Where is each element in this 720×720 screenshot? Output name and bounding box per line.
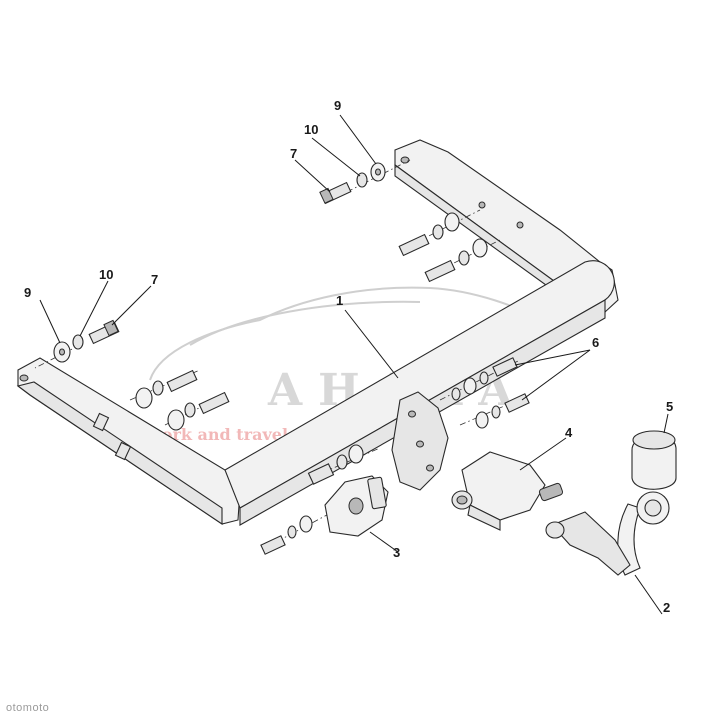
washer-10-right [356, 172, 368, 188]
callout-10-right: 10 [304, 122, 318, 137]
bolt-mid-right-2 [424, 259, 456, 283]
ball-cap-top [632, 430, 676, 450]
callout-labels: 1 2 3 4 5 6 7 10 9 7 10 9 [24, 98, 673, 615]
left-clip-upper [92, 412, 110, 432]
callout-leaders [39, 114, 669, 615]
washer-10-left [72, 334, 84, 350]
bolt-head-7-right [319, 187, 334, 204]
coupling-lever [538, 482, 564, 502]
socket-plate-clip [367, 476, 387, 510]
callout-10-left: 10 [99, 267, 113, 282]
right-bracket-hole-2 [478, 201, 486, 209]
right-bracket-hole-1 [400, 156, 410, 164]
fastener-set-left [53, 319, 230, 431]
bolt-6-lower [504, 393, 530, 413]
left-clip-lower [114, 441, 132, 461]
watermark-car-outline [149, 286, 561, 381]
mounting-plate-hole-1 [408, 410, 416, 418]
bolt-mid-right-1 [398, 233, 430, 257]
coupling-body-side [467, 504, 501, 531]
callout-5: 5 [666, 399, 673, 414]
tow-neck-shaft [551, 511, 631, 576]
fastener-set-6 [451, 357, 530, 429]
fastener-set-top-right [319, 162, 488, 283]
tow-neck-end [545, 521, 565, 539]
mounting-plate-hole-2 [416, 440, 424, 448]
socket-plate-center-hole [348, 497, 364, 515]
callout-2: 2 [663, 600, 670, 615]
socket-mounting-plate [324, 475, 389, 537]
callout-3: 3 [393, 545, 400, 560]
coupling-mechanism [451, 451, 564, 531]
callout-4: 4 [565, 425, 573, 440]
watermark-car-roof [189, 300, 421, 346]
bolt-head-7-left [103, 319, 119, 337]
callout-9-left: 9 [24, 285, 31, 300]
callout-7-left: 7 [151, 272, 158, 287]
callout-9-right: 9 [334, 98, 341, 113]
source-watermark: otomoto [6, 702, 50, 714]
callout-7-right: 7 [290, 146, 297, 161]
right-bracket-hole-3 [516, 221, 524, 229]
watermark-slogan: work and travel [147, 425, 288, 444]
bolt-6-upper [492, 357, 518, 377]
tow-ball-cap [631, 430, 677, 490]
left-bracket-hole [19, 374, 29, 382]
callout-1: 1 [336, 293, 343, 308]
tow-ball-neck [545, 491, 670, 576]
fastener-set-lower [260, 444, 364, 555]
mounting-plate-hole-3 [426, 464, 434, 472]
callout-6: 6 [592, 335, 599, 350]
